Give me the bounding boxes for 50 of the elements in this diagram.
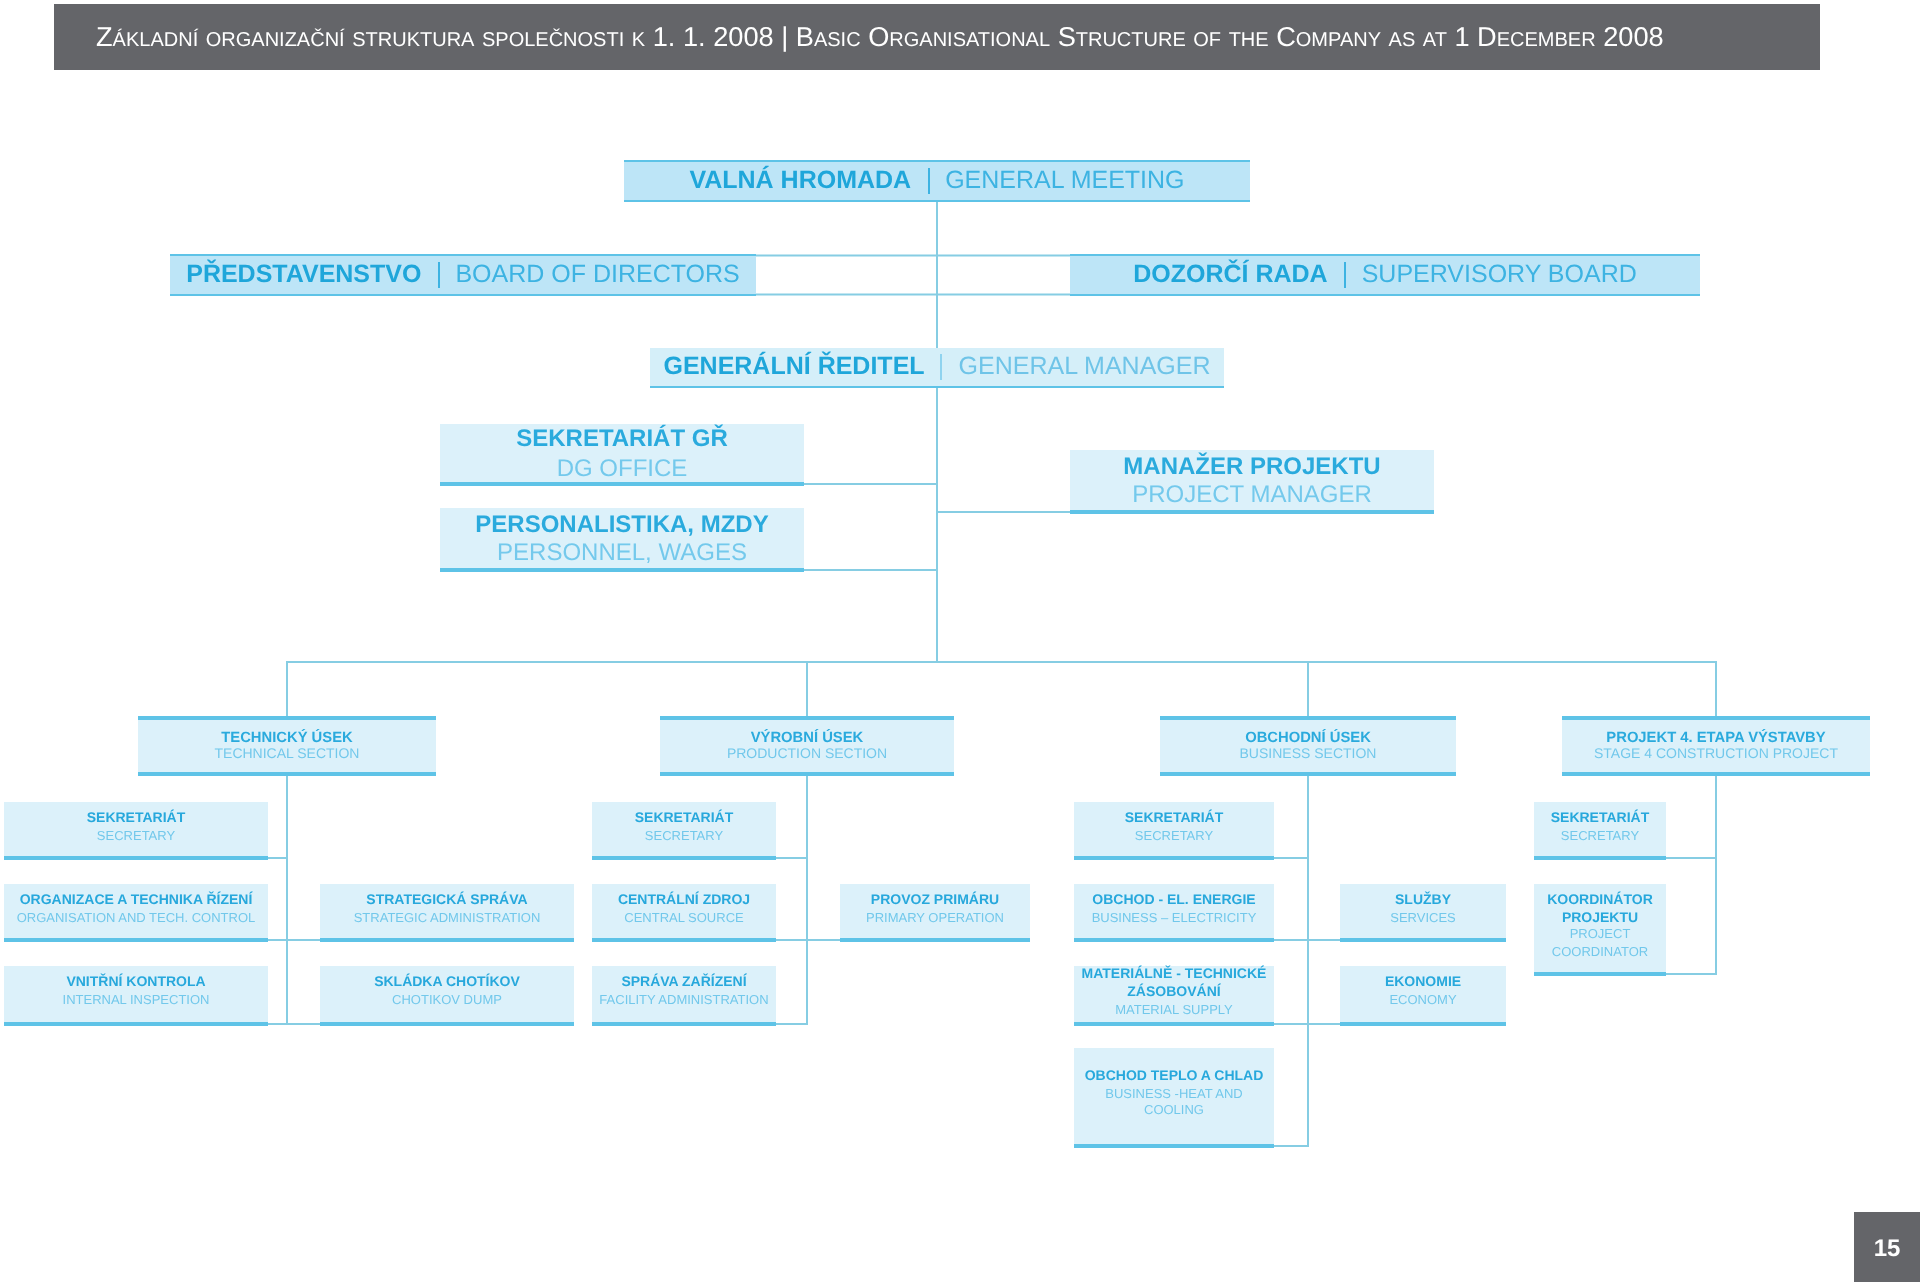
org-box (624, 160, 1250, 202)
unit-name: SEKRETARIÁT GŘ (516, 424, 728, 453)
unit-name: GENERÁLNÍ ŘEDITEL (663, 354, 925, 380)
org-box (1070, 254, 1700, 296)
unit-name: VALNÁ HROMADA (689, 168, 912, 194)
unit-name: PŘEDSTAVENSTVO (186, 262, 422, 288)
connector-line (755, 254, 1071, 296)
unit-name-english: PROJECT MANAGER (1132, 480, 1372, 509)
unit-name-english: GENERAL MEETING (927, 168, 1185, 194)
unit-name-english: DG OFFICE (556, 453, 688, 482)
connector-line (806, 775, 841, 941)
org-box (1160, 716, 1456, 776)
org-box (4, 884, 268, 942)
org-box (138, 716, 436, 776)
unit-name-english: SUPERVISORY BOARD (1343, 262, 1637, 288)
unit-name-english: GENERAL MANAGER (940, 354, 1211, 380)
org-box (440, 424, 804, 486)
org-box (840, 884, 1030, 942)
org-box (1074, 966, 1274, 1026)
org-box (592, 802, 776, 860)
org-box (320, 884, 574, 942)
org-box (660, 716, 954, 776)
org-box (1340, 884, 1506, 942)
org-box (1074, 884, 1274, 942)
unit-name: DOZORČÍ RADA (1133, 262, 1328, 288)
org-box (592, 966, 776, 1026)
unit-name-english: PERSONNEL, WAGES (497, 538, 747, 567)
org-box (1562, 716, 1870, 776)
org-box (1534, 884, 1666, 976)
org-box (440, 508, 804, 572)
org-box (1070, 450, 1434, 514)
page-number: 15 (1854, 1212, 1920, 1282)
connector-line (936, 201, 938, 349)
org-box (4, 802, 268, 860)
unit-name: PERSONALISTIKA, MZDY (475, 509, 769, 538)
connector-line (1307, 775, 1341, 1025)
connector-line (286, 775, 321, 1025)
org-box (650, 348, 1224, 388)
org-box (1340, 966, 1506, 1026)
org-box (1074, 1048, 1274, 1148)
page-title: Základní organizační struktura společnosti k 1. 1. 2008 | Basic Organisational Structure of the Company as at 1 December 2008 (54, 4, 1820, 70)
org-box (1534, 802, 1666, 860)
org-box (1074, 802, 1274, 860)
unit-name: MANAŽER PROJEKTU (1123, 451, 1381, 480)
org-box (170, 254, 756, 296)
org-box (592, 884, 776, 942)
org-box (4, 966, 268, 1026)
unit-name-english: BOARD OF DIRECTORS (437, 262, 740, 288)
connector-line (1665, 775, 1717, 975)
org-box (320, 966, 574, 1026)
